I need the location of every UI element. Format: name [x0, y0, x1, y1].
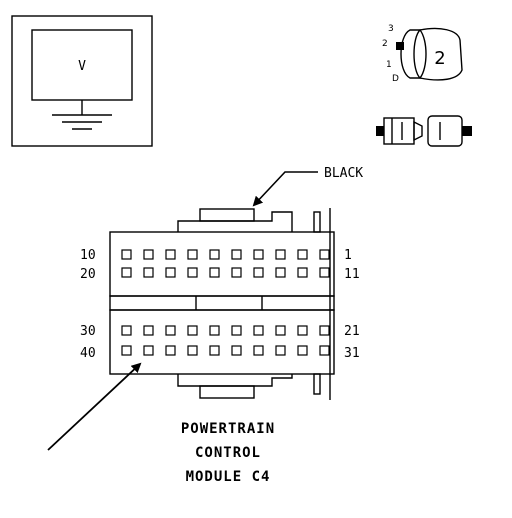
pin-cavity	[231, 325, 242, 336]
pin-cavity	[253, 267, 264, 278]
pin-cavity	[231, 267, 242, 278]
pin-cavity	[121, 345, 132, 356]
pin-cavity	[297, 345, 308, 356]
pin-cavity	[275, 345, 286, 356]
pin-cavity	[319, 325, 330, 336]
row-label-left-3: 30	[80, 324, 96, 339]
pin-cavity	[121, 267, 132, 278]
pin-cavity	[297, 249, 308, 260]
pin-cavity	[275, 267, 286, 278]
pin-cavity	[187, 325, 198, 336]
pin-cavity	[143, 249, 154, 260]
pin-cavity	[253, 325, 264, 336]
title-line-1: POWERTRAIN	[181, 421, 275, 437]
pin-cavity	[187, 345, 198, 356]
pin-cavity	[143, 267, 154, 278]
pin-cavity	[275, 325, 286, 336]
row-label-left-2: 20	[80, 267, 96, 282]
row-label-right-1: 1	[344, 248, 352, 263]
pin-grid	[121, 249, 330, 356]
title-line-3: MODULE C4	[186, 469, 271, 485]
pin-cavity	[165, 267, 176, 278]
voltmeter-label: V	[78, 59, 86, 74]
pin-cavity	[143, 345, 154, 356]
connector-key-view: 3 2 1 D 2	[382, 24, 463, 84]
pin-cavity	[275, 249, 286, 260]
pin-cavity	[121, 249, 132, 260]
pin-cavity	[297, 325, 308, 336]
pin-cavity	[165, 249, 176, 260]
terminal-side-view	[376, 115, 472, 147]
pin-cavity	[187, 267, 198, 278]
pin-cavity	[209, 325, 220, 336]
pin-cavity	[231, 249, 242, 260]
pin-cavity	[209, 345, 220, 356]
key-position-d: D	[392, 74, 399, 84]
pin-cavity	[319, 345, 330, 356]
pin-cavity	[319, 249, 330, 260]
pin-cavity	[253, 345, 264, 356]
row-label-left-4: 40	[80, 346, 96, 361]
pin-cavity	[143, 325, 154, 336]
pin-cavity	[165, 325, 176, 336]
pin-cavity	[231, 345, 242, 356]
pin-cavity	[253, 249, 264, 260]
row-label-right-4: 31	[344, 346, 360, 361]
pin-cavity	[209, 249, 220, 260]
key-number: 2	[434, 48, 445, 69]
pin-cavity	[121, 325, 132, 336]
row-label-right-3: 21	[344, 324, 360, 339]
key-position-2: 2	[382, 39, 388, 49]
key-position-1: 1	[386, 60, 392, 70]
row-label-left-1: 10	[80, 248, 96, 263]
pin-cavity	[297, 267, 308, 278]
voltmeter-symbol: V	[11, 15, 153, 147]
color-callout: BLACK	[252, 166, 363, 207]
pin-cavity	[165, 345, 176, 356]
probe-arrow	[47, 362, 142, 451]
connector-body	[109, 208, 335, 400]
pin-cavity	[209, 267, 220, 278]
key-position-3: 3	[388, 24, 394, 34]
pin-cavity	[319, 267, 330, 278]
title-line-2: CONTROL	[195, 445, 261, 461]
pin-cavity	[187, 249, 198, 260]
row-label-right-2: 11	[344, 267, 360, 282]
color-label: BLACK	[324, 166, 363, 181]
